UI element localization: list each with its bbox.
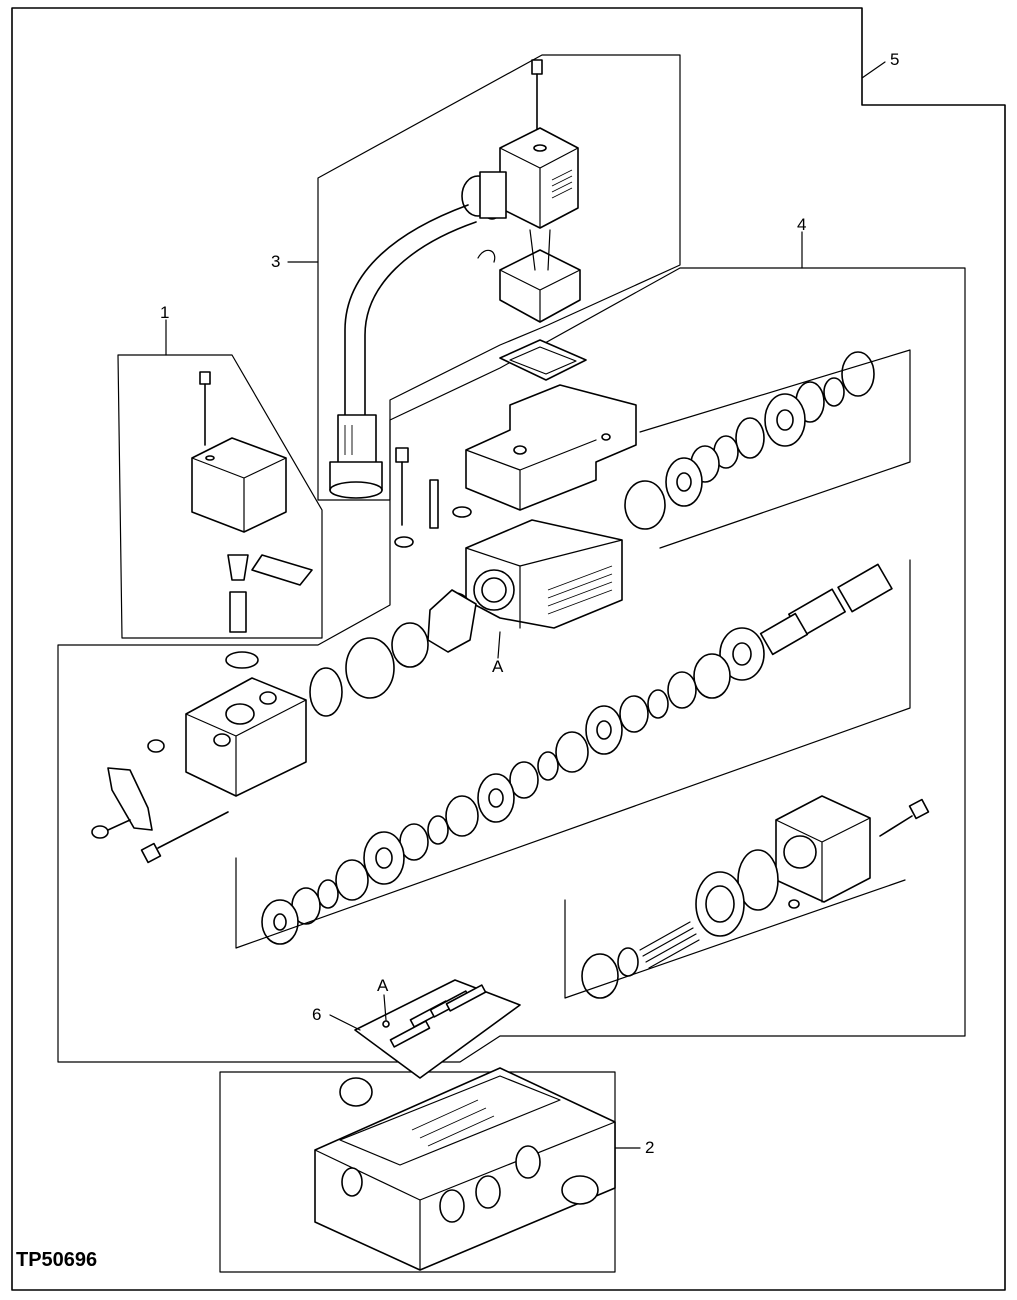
cable-plug <box>329 414 383 499</box>
callout-1: 1 <box>160 303 169 322</box>
end-cap-frame-right <box>564 879 906 999</box>
terminal-block <box>477 229 581 323</box>
group-3-outline <box>317 54 681 501</box>
left-cap-hardware <box>91 739 229 864</box>
adapter-block <box>465 384 637 511</box>
screw-and-pin <box>394 447 472 548</box>
spring-and-piston <box>581 849 779 999</box>
group-2-outline <box>219 1071 616 1273</box>
right-end-cap <box>775 795 930 909</box>
figure-code: TP50696 <box>16 1249 97 1271</box>
ref-a-top: A <box>492 657 504 676</box>
leader-6 <box>329 1014 361 1031</box>
seal-stack-frame-lower <box>235 559 911 949</box>
assembly-5-frame <box>11 7 1006 1291</box>
gasket-6 <box>354 979 521 1079</box>
gasket-square <box>499 339 587 381</box>
connector-cable <box>344 204 477 419</box>
valve-body <box>465 519 623 629</box>
left-end-cap <box>185 651 307 797</box>
leader-a-gasket <box>383 994 387 1021</box>
upper-seal-stack <box>436 351 875 638</box>
callout-5: 5 <box>890 50 899 69</box>
callout-3: 3 <box>271 252 280 271</box>
group-4-outline <box>57 267 966 1063</box>
ref-a-gasket: A <box>377 976 389 995</box>
callout-4: 4 <box>797 215 806 234</box>
callout-2: 2 <box>645 1138 654 1157</box>
manifold-base <box>314 1067 616 1271</box>
leader-5 <box>861 61 886 79</box>
spool-and-seals <box>261 563 893 945</box>
group-1-outline <box>117 354 323 639</box>
seal-stack-frame-upper <box>639 349 911 549</box>
leader-a-top <box>497 631 501 659</box>
pilot-operator-assembly <box>191 371 313 633</box>
callout-6: 6 <box>312 1005 321 1024</box>
solenoid-coil-assembly <box>461 59 579 229</box>
